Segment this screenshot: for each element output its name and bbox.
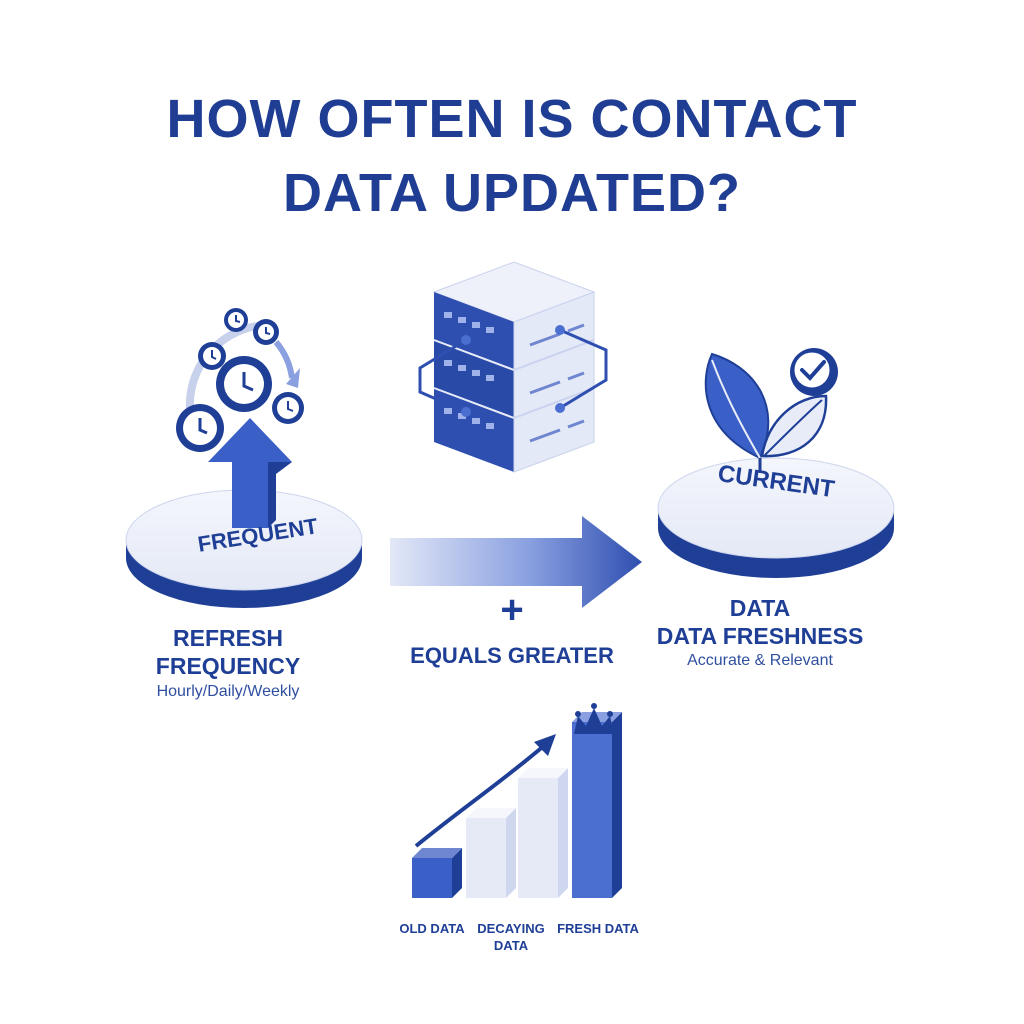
leaf-icon: [704, 352, 828, 472]
bar-fresh-data-top: [518, 768, 568, 778]
equals-caption: EQUALS GREATER: [410, 643, 614, 668]
page-title: HOW OFTEN IS CONTACT DATA UPDATED?: [0, 82, 1024, 230]
data-freshness-subtext: Accurate & Relevant: [687, 652, 833, 669]
bar-label-line: OLD DATA: [399, 921, 465, 936]
equals-arrow: [390, 516, 642, 608]
frequent-disc: [125, 489, 363, 608]
bar-decaying-data-side: [506, 808, 516, 898]
bar-decaying-data-top: [466, 808, 516, 818]
clock-icon: [198, 342, 226, 370]
bar-label-line: DATA: [493, 938, 529, 953]
trend-arrow-icon: [414, 734, 556, 848]
bar-label-fresh-data: FRESH DATA: [548, 920, 648, 937]
bar-old-data-top: [412, 848, 462, 858]
clock-icon: [176, 404, 224, 452]
bar-decaying-data-front: [466, 818, 506, 898]
bar-label-line: FRESH DATA: [557, 921, 639, 936]
clock-icon: [272, 392, 304, 424]
server-icon: [418, 261, 608, 473]
bar-top-front: [572, 722, 612, 898]
clock-icon: [224, 308, 248, 332]
title-line-2: DATA UPDATED?: [283, 163, 741, 223]
bar-old-data-front: [412, 858, 452, 898]
bar-fresh-data-side: [558, 768, 568, 898]
bar-old-data: [412, 848, 462, 898]
crown-icon: [574, 703, 614, 734]
clock-icon: [216, 356, 272, 412]
bar-top-side: [612, 712, 622, 898]
plus-sign: +: [500, 588, 524, 632]
refresh-frequency-subtext: Hourly/Daily/Weekly: [156, 683, 300, 700]
data-freshness-line-2: DATA FRESHNESS: [656, 623, 864, 649]
bar-top: [572, 712, 622, 898]
checkmark-icon: [790, 348, 838, 396]
current-disc: [657, 457, 895, 578]
bars-chart: [412, 712, 622, 898]
title-line-1: HOW OFTEN IS CONTACT: [166, 89, 858, 149]
clock-icon-group: [176, 308, 304, 452]
bar-label-line: DECAYING: [477, 921, 545, 936]
bar-old-data-side: [452, 848, 462, 898]
up-arrow-icon: [208, 418, 292, 528]
bar-fresh-data: [518, 768, 568, 898]
bar-fresh-data-front: [518, 778, 558, 898]
bar-label-decaying-data: DECAYING DATA: [470, 920, 552, 954]
clock-icon: [253, 319, 279, 345]
refresh-frequency-heading: REFRESH FREQUENCY: [155, 625, 301, 679]
data-freshness-heading: DATA DATA FRESHNESS: [610, 594, 910, 650]
data-freshness-line-1: DATA: [729, 595, 791, 621]
bar-label-old-data: OLD DATA: [392, 920, 472, 937]
bar-decaying-data: [466, 808, 516, 898]
